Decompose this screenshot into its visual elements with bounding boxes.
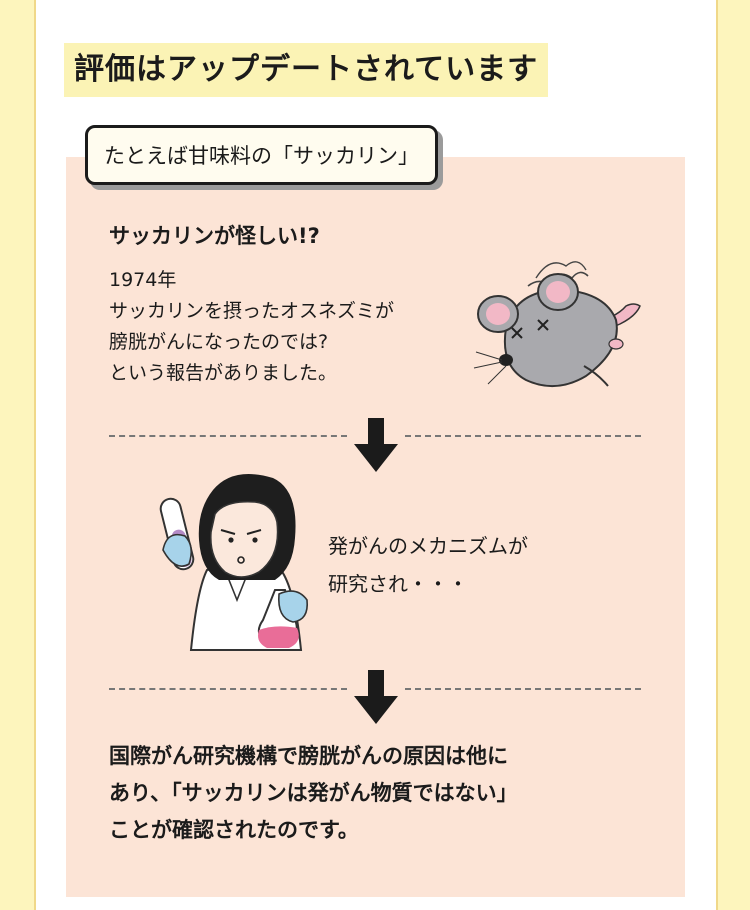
dashed-divider (109, 435, 347, 437)
report-text: 1974年 サッカリンを摂ったオスネズミが 膀胱がんになったのでは? という報告… (109, 265, 394, 389)
research-line: 発がんのメカニズムが (328, 534, 528, 558)
research-line: 研究され・・・ (328, 572, 468, 596)
page-heading: 評価はアップデートされています (74, 52, 539, 87)
report-line: 膀胱がんになったのでは? (109, 331, 329, 353)
down-arrow-icon (354, 670, 398, 724)
down-arrow-icon (354, 418, 398, 472)
report-line: という報告がありました。 (109, 362, 338, 384)
report-line: サッカリンを摂ったオスネズミが (109, 300, 395, 322)
research-text: 発がんのメカニズムが 研究され・・・ (328, 527, 528, 603)
section-tag: たとえば甘味料の「サッカリン」 (85, 125, 438, 185)
heading-highlight: 評価はアップデートされています (64, 43, 549, 97)
conclusion-line: あり、「サッカリンは発がん物質ではない」 (109, 781, 518, 805)
section-tag-label: たとえば甘味料の「サッカリン」 (104, 144, 419, 168)
report-line: 1974年 (109, 269, 177, 291)
question-title: サッカリンが怪しい!? (109, 224, 320, 248)
dashed-divider (405, 688, 641, 690)
scientist-illustration (159, 474, 309, 651)
mouse-illustration (473, 261, 641, 388)
dashed-divider (109, 688, 347, 690)
conclusion-line: 国際がん研究機構で膀胱がんの原因は他に (109, 744, 508, 768)
conclusion-line: ことが確認されたのです。 (109, 818, 359, 842)
conclusion-text: 国際がん研究機構で膀胱がんの原因は他に あり、「サッカリンは発がん物質ではない」… (109, 738, 518, 849)
dashed-divider (405, 435, 641, 437)
